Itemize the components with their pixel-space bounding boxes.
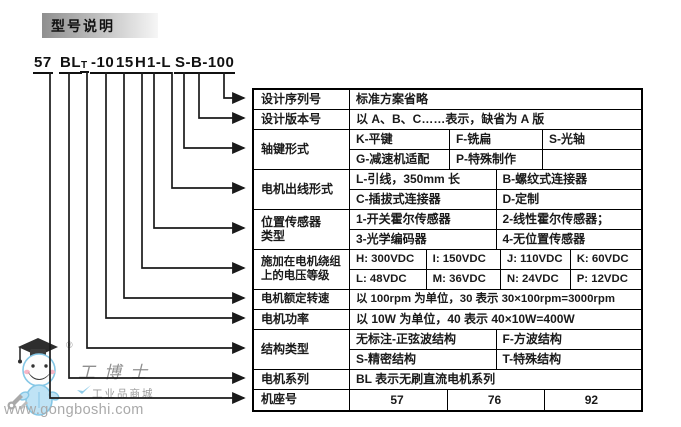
- connector-keytype: [183, 72, 246, 154]
- connector-voltage: [141, 72, 246, 274]
- table-cell: 以 100rpm 为单位，30 表示 30×100rpm=3000rpm: [356, 293, 615, 306]
- connector-serial: [223, 72, 246, 104]
- table-cell: B-螺纹式连接器: [495, 170, 642, 189]
- row-label: 电机出线形式: [254, 170, 350, 209]
- row-label: 施加在电机绕组 上的电压等级: [254, 250, 350, 289]
- logo-check-icon: [77, 385, 91, 394]
- row-label: 机座号: [254, 390, 350, 410]
- table-cell: L-引线，350mm 长: [356, 172, 461, 187]
- table-cell: 92: [543, 390, 641, 410]
- row-label: 设计版本号: [254, 110, 350, 129]
- model-explanation-table: 设计序列号 标准方案省略 设计版本号 以 A、B、C……表示，缺省为 A 版 轴…: [252, 88, 643, 412]
- model-code-segment-structure: T: [80, 60, 89, 73]
- model-code-segment-series: BL: [59, 54, 82, 74]
- table-cell: 标准方案省略: [356, 92, 429, 107]
- table-cell: 76: [447, 390, 544, 410]
- table-cell: T-特殊结构: [495, 350, 642, 369]
- table-cell: 3-光学编码器: [356, 232, 427, 247]
- table-cell: S-光轴: [542, 130, 641, 149]
- table-cell: 以 A、B、C……表示，缺省为 A 版: [356, 112, 545, 127]
- connector-structure: [86, 72, 246, 354]
- table-cell: D-定制: [495, 190, 642, 209]
- table-row-structure-type: 结构类型 无标注-正弦波结构 F-方波结构 S-精密结构 T-特殊结构: [254, 330, 641, 370]
- table-row-voltage-grade: 施加在电机绕组 上的电压等级 H: 300VDC I: 150VDC J: 11…: [254, 250, 641, 290]
- table-row-frame-size: 机座号 57 76 92: [254, 390, 641, 410]
- connector-power: [105, 72, 246, 324]
- table-row-motor-power: 电机功率 以 10W 为单位，40 表示 40×10W=400W: [254, 310, 641, 330]
- table-cell: F-铣扁: [448, 130, 542, 149]
- table-cell: 以 10W 为单位，40 表示 40×10W=400W: [356, 312, 575, 327]
- model-code-segment-key-ver-serial: S-B-100: [174, 54, 236, 74]
- table-cell: I: 150VDC: [425, 250, 500, 269]
- brand-url: www.gongboshi.com: [4, 402, 144, 418]
- model-code-segment-power: -10: [90, 54, 116, 74]
- table-cell: J: 110VDC: [499, 250, 570, 269]
- table-cell: C-插拔式连接器: [356, 192, 441, 207]
- table-cell: N: 24VDC: [499, 270, 570, 289]
- table-cell: G-减速机适配: [356, 152, 430, 167]
- table-cell: 2-线性霍尔传感器；: [495, 210, 642, 229]
- table-cell: 1-开关霍尔传感器: [356, 212, 451, 227]
- section-title: 型号说明: [51, 17, 115, 34]
- table-cell: H: 300VDC: [356, 253, 415, 266]
- table-cell: K-平键: [356, 132, 393, 147]
- model-code-segment-speed: 15: [115, 54, 135, 74]
- model-code-segment-sensor-lead: 1-L: [146, 54, 172, 74]
- connector-version: [198, 72, 246, 124]
- table-row-shaft-key: 轴键形式 K-平键 F-铣扁 S-光轴 G-减速机适配 P-特殊制作: [254, 130, 641, 170]
- table-cell: L: 48VDC: [356, 273, 407, 286]
- registered-trademark-icon: ®: [66, 340, 73, 350]
- connector-sensor: [153, 72, 246, 234]
- row-label: 结构类型: [254, 330, 350, 369]
- section-title-tab: 型号说明: [42, 13, 158, 38]
- table-row-position-sensor: 位置传感器 类型 1-开关霍尔传感器 2-线性霍尔传感器； 3-光学编码器 4-…: [254, 210, 641, 250]
- table-cell: P-特殊制作: [448, 150, 542, 169]
- row-label: 电机系列: [254, 370, 350, 389]
- brand-tagline: 工业品商城: [92, 388, 155, 400]
- row-label: 设计序列号: [254, 90, 350, 109]
- table-row-motor-series: 电机系列 BL 表示无刷直流电机系列: [254, 370, 641, 390]
- table-cell: S-精密结构: [356, 352, 417, 367]
- table-cell: [542, 150, 641, 169]
- table-cell: K: 60VDC: [569, 250, 641, 269]
- table-cell: M: 36VDC: [425, 270, 500, 289]
- connector-speed: [123, 72, 246, 304]
- table-row-design-version: 设计版本号 以 A、B、C……表示，缺省为 A 版: [254, 110, 641, 130]
- table-row-rated-speed: 电机额定转速 以 100rpm 为单位，30 表示 30×100rpm=3000…: [254, 290, 641, 310]
- table-cell: P: 12VDC: [569, 270, 641, 289]
- row-label: 位置传感器 类型: [254, 210, 350, 249]
- table-cell: F-方波结构: [495, 330, 642, 349]
- table-cell: BL 表示无刷直流电机系列: [356, 372, 496, 387]
- table-cell: 57: [390, 392, 404, 407]
- row-label: 轴键形式: [254, 130, 350, 169]
- table-row-lead-out: 电机出线形式 L-引线，350mm 长 B-螺纹式连接器 C-插拔式连接器 D-…: [254, 170, 641, 210]
- connector-leadout: [171, 72, 246, 194]
- row-label: 电机功率: [254, 310, 350, 329]
- brand-name: 工博士: [78, 363, 156, 382]
- table-cell: 4-无位置传感器: [495, 230, 642, 249]
- model-code-segment-frame-size: 57: [33, 54, 53, 74]
- brand-logo: ® 工博士 工业品商城 www.gongboshi.com: [2, 334, 192, 426]
- table-row-design-serial: 设计序列号 标准方案省略: [254, 90, 641, 110]
- connector-series: [68, 72, 246, 384]
- table-cell: 无标注-正弦波结构: [356, 332, 456, 347]
- row-label: 电机额定转速: [254, 290, 350, 309]
